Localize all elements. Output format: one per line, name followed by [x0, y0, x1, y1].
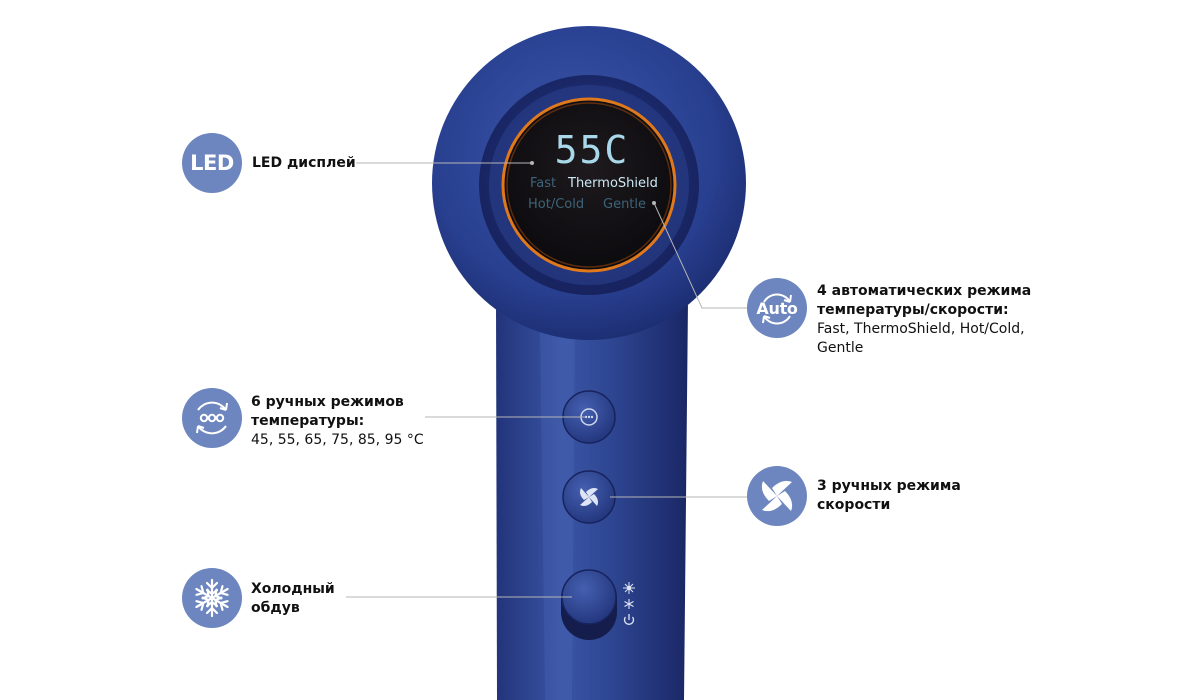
snowflake-icon	[192, 578, 232, 618]
led-badge: LED	[182, 133, 242, 193]
cold-title-line1: Холодный	[251, 581, 335, 597]
led-mode-thermoshield: ThermoShield	[568, 176, 658, 191]
auto-badge: Auto	[747, 278, 807, 338]
led-mode-hotcold: Hot/Cold	[528, 197, 585, 212]
led-mode-gentle: Gentle	[603, 197, 647, 212]
led-callout-title: LED дисплей	[252, 155, 356, 171]
speed-title-line2: скорости	[817, 497, 891, 513]
led-callout-label: LED дисплей	[252, 154, 356, 173]
led-badge-text: LED	[190, 151, 234, 175]
auto-callout-label: 4 автоматических режима температуры/скор…	[817, 282, 1031, 358]
temperature-title-line2: температуры:	[251, 413, 365, 429]
temperature-title-line1: 6 ручных режимов	[251, 394, 404, 410]
led-temperature-readout: 55C	[554, 128, 630, 172]
auto-desc-line2: Gentle	[817, 340, 864, 356]
led-mode-fast: Fast	[530, 176, 557, 191]
auto-title-line2: температуры/скорости:	[817, 302, 1009, 318]
temperature-callout-label: 6 ручных режимов температуры: 45, 55, 65…	[251, 393, 424, 450]
speed-title-line1: 3 ручных режима	[817, 478, 961, 494]
temperature-dots-icon	[196, 401, 228, 435]
led-display-screen	[502, 98, 676, 272]
speed-badge	[747, 466, 807, 526]
fan-icon	[761, 480, 793, 512]
cold-callout-label: Холодный обдув	[251, 580, 335, 618]
auto-arrows-icon	[762, 293, 792, 325]
temperature-badge	[182, 388, 242, 448]
temperature-desc: 45, 55, 65, 75, 85, 95 °C	[251, 432, 424, 448]
auto-badge-text: Auto	[756, 298, 798, 318]
cold-badge	[182, 568, 242, 628]
auto-title-line1: 4 автоматических режима	[817, 283, 1032, 299]
cold-title-line2: обдув	[251, 600, 300, 616]
speed-callout-label: 3 ручных режима скорости	[817, 477, 961, 515]
auto-desc-line1: Fast, ThermoShield, Hot/Cold,	[817, 321, 1025, 337]
